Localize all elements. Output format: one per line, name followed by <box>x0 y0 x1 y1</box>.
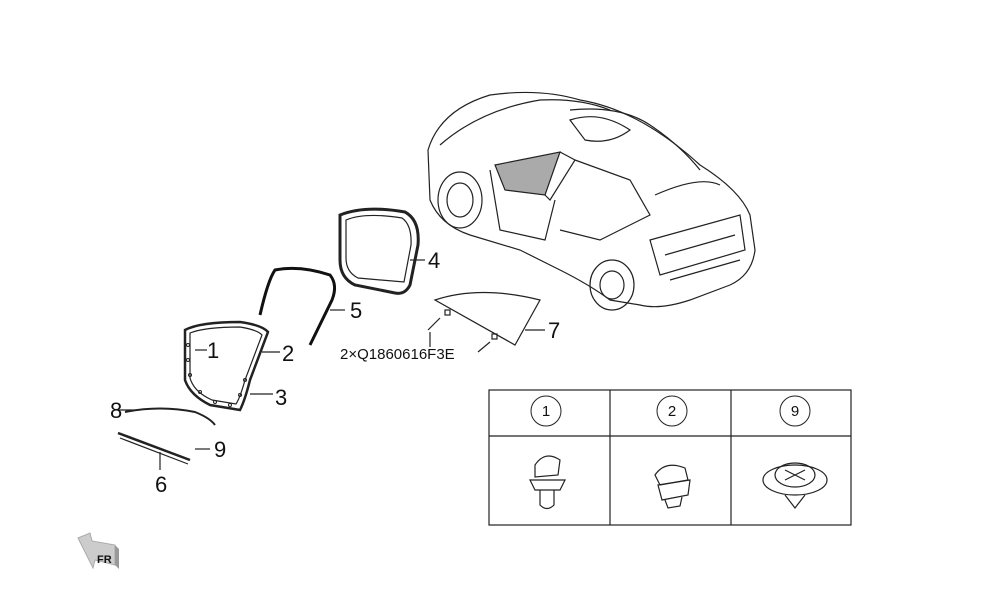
vehicle-illustration <box>427 91 756 311</box>
front-direction-arrow-icon: FR <box>77 532 119 570</box>
part-8-trim <box>124 407 216 426</box>
callout-9: 9 <box>214 437 226 462</box>
part-4-door-seal <box>338 207 420 295</box>
fastener-table: 1 2 9 <box>488 389 852 526</box>
part-1-2-3-quarter-glass <box>183 320 270 412</box>
table-header-1: 1 <box>542 403 550 420</box>
callout-5: 5 <box>350 298 362 323</box>
table-header-9: 9 <box>791 403 799 420</box>
part-7-glass <box>427 291 541 353</box>
fr-label: FR <box>97 554 112 566</box>
clip-2-icon <box>654 464 691 509</box>
table-header-2: 2 <box>668 403 676 420</box>
part-5-weatherstrip <box>258 266 337 346</box>
callout-1: 1 <box>207 338 219 363</box>
clip-1-icon <box>529 455 566 510</box>
fastener-note: 2×Q1860616F3E <box>340 346 455 363</box>
callout-3: 3 <box>275 385 287 410</box>
callout-2: 2 <box>282 341 294 366</box>
callout-6: 6 <box>155 472 167 497</box>
callout-4: 4 <box>428 248 440 273</box>
callout-8: 8 <box>110 398 122 423</box>
clip-9-icon <box>762 462 828 509</box>
part-6-molding <box>117 431 191 462</box>
callout-7: 7 <box>548 318 560 343</box>
